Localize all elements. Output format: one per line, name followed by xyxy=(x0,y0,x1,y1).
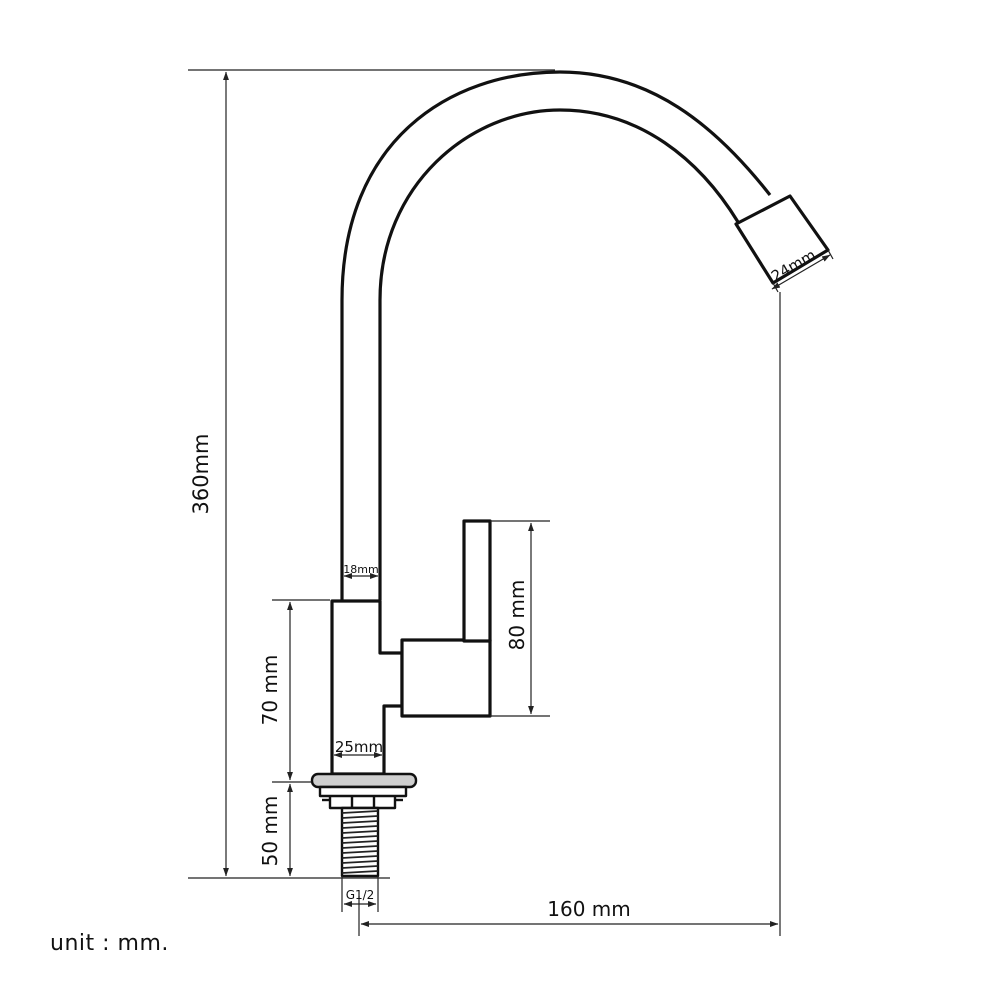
label-shank-length: 50 mm xyxy=(258,796,282,867)
mounting-nut xyxy=(318,785,408,798)
shank-threads xyxy=(341,810,379,874)
unit-note: unit : mm. xyxy=(50,931,169,956)
label-lower-width: 25mm xyxy=(335,738,383,756)
label-handle-height: 80 mm xyxy=(505,580,529,651)
label-thread: G1/2 xyxy=(346,888,375,902)
handle-block xyxy=(400,638,492,718)
spout-inner-edge xyxy=(378,108,740,600)
washer xyxy=(322,796,403,810)
extension-line-outlet-right xyxy=(827,249,834,260)
label-body-height: 70 mm xyxy=(258,655,282,726)
label-total-height: 360mm xyxy=(189,434,213,515)
base-flange xyxy=(310,772,418,789)
spout-outer-edge xyxy=(340,70,772,600)
label-upper-width: 18mm xyxy=(343,563,378,576)
faucet-outline xyxy=(310,70,830,878)
dimension-lines xyxy=(188,69,834,936)
handle-lever xyxy=(462,519,492,643)
dim-line-outlet xyxy=(771,254,831,290)
label-reach: 160 mm xyxy=(547,897,631,921)
